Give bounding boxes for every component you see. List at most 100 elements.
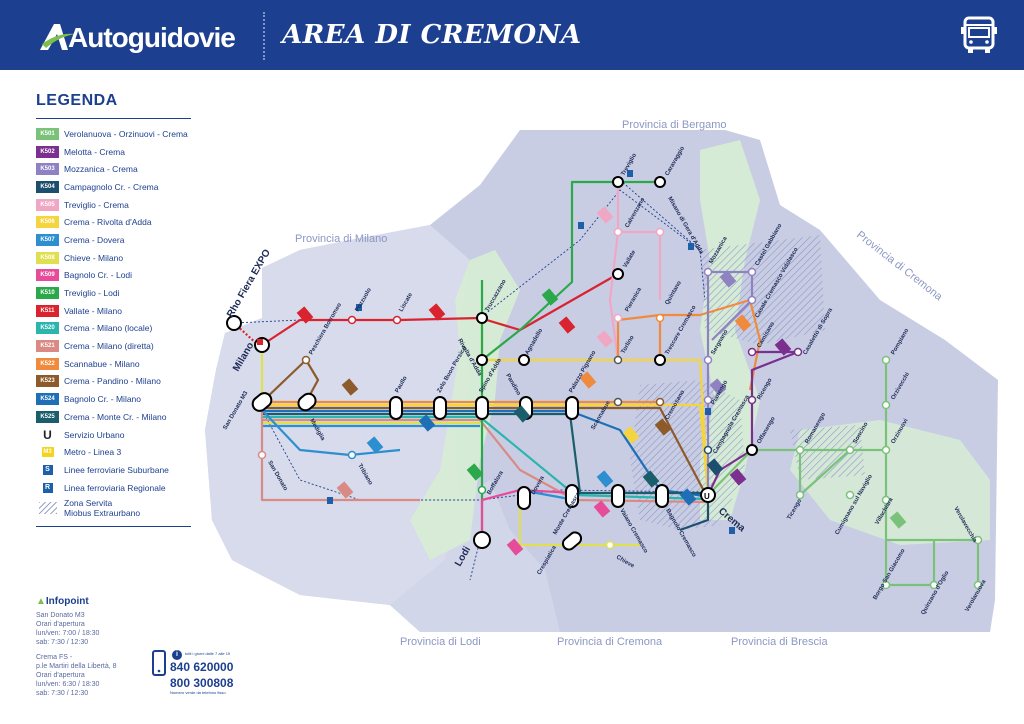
route-name: Crema - Rivolta d'Adda (64, 217, 152, 228)
symbol-name: Zona Servita Miobus Extraurbano (64, 498, 141, 519)
legend-symbol-suburban: S Linee ferroviarie Suburbane (36, 461, 196, 479)
symbol-name: Linee ferroviarie Suburbane (64, 464, 169, 475)
route-name: Treviglio - Crema (64, 199, 129, 210)
metro-glyph: M3 (41, 447, 54, 458)
route-name: Crema - Milano (diretta) (64, 341, 154, 352)
urban-service-icon: U (704, 492, 710, 501)
small-stops (257, 227, 983, 590)
route-name: Mozzanica - Crema (64, 164, 138, 175)
symbol-name: Servizio Urbano (64, 429, 125, 440)
phone-number-1[interactable]: 840 620000 (170, 660, 234, 674)
route-name: Melotta - Crema (64, 146, 125, 157)
stop-vailate (612, 268, 624, 280)
route-badge: K508 (36, 251, 59, 264)
urban-icon: U (36, 427, 59, 442)
stop-agnadello (518, 354, 530, 366)
brand-name: Autoguidovie (68, 22, 236, 53)
rail-station-markers (257, 170, 735, 534)
province-lodi-area (390, 480, 560, 632)
infopoint-crema: Crema FS - p.le Martiri della Libertà, 8… (36, 654, 117, 697)
stop-rivolta (476, 354, 488, 366)
railway-lines (233, 179, 706, 581)
legend-divider-bottom (36, 526, 191, 528)
route-name: Treviglio - Lodi (64, 288, 120, 299)
route-name: Chieve - Milano (64, 252, 124, 263)
route-badge: K521 (36, 340, 59, 353)
route-k509 (480, 488, 576, 545)
route-k510 (480, 180, 618, 545)
header-divider (263, 12, 265, 60)
phone-number-2[interactable]: 800 300808 (170, 676, 234, 690)
route-k501 (707, 360, 888, 496)
stop-markers (226, 176, 758, 549)
bus-icon (961, 16, 997, 53)
route-k506 (480, 318, 710, 496)
stop-truccazzano (476, 312, 488, 324)
legend-item-k511: K511 Vallate - Milano (36, 302, 196, 320)
brand-logo: Autoguidovie (38, 20, 248, 54)
infopoint-logo-text: Infopoint (45, 596, 89, 607)
route-name: Crema - Pandino - Milano (64, 376, 161, 387)
miobus-zone-east (790, 425, 865, 480)
regional-glyph: R (42, 482, 53, 493)
legend-symbol-regional: R Linea ferroviaria Regionale (36, 479, 196, 497)
stop-lodi (473, 531, 491, 549)
route-name: Bagnolo Cr. - Milano (64, 394, 142, 405)
symbol-name: Linea ferroviaria Regionale (64, 482, 166, 493)
legend-item-k521: K521 Crema - Milano (diretta) (36, 337, 196, 355)
route-badge: K511 (36, 304, 59, 317)
route-k508 (518, 490, 640, 547)
route-badge: K503 (36, 163, 59, 176)
route-name: Scannabue - Milano (64, 358, 140, 369)
stop-rho (226, 315, 242, 331)
route-name: Bagnolo Cr. - Lodi (64, 270, 133, 281)
province-label-milano: Provincia di Milano (295, 233, 387, 245)
stop-offanengo (746, 444, 758, 456)
metro-icon: M3 (36, 446, 59, 458)
capsule-stops (251, 392, 669, 551)
stop-crema (700, 487, 716, 503)
zone-glyph (38, 502, 57, 515)
route-badges (296, 206, 907, 556)
legend-item-k508: K508 Chieve - Milano (36, 249, 196, 267)
route-name: Verolanuova - Orzinuovi - Crema (64, 128, 188, 139)
stop-treviglio (612, 176, 624, 188)
symbol-name: Metro - Linea 3 (64, 447, 122, 458)
route-name: Crema - Milano (locale) (64, 323, 153, 334)
province-label-bergamo: Provincia di Bergamo (622, 119, 727, 131)
infopoint-logo: ▲Infopoint (36, 596, 89, 607)
urban-glyph: U (43, 427, 52, 442)
legend-item-k502: K502 Melotta - Crema (36, 143, 196, 161)
legend-divider (36, 118, 191, 119)
phone-number-2-note: Numero verde da telefono fisso (170, 690, 226, 695)
route-name: Vallate - Milano (64, 305, 122, 316)
legend-item-k523: K523 Crema - Pandino - Milano (36, 373, 196, 391)
info-icon: i (172, 650, 182, 660)
route-badge: K523 (36, 375, 59, 388)
province-label-cremona-s: Provincia di Cremona (557, 636, 663, 648)
header-bar: Autoguidovie AREA DI CREMONA (0, 0, 1024, 70)
route-badge: K502 (36, 145, 59, 158)
regional-icon: R (36, 482, 59, 494)
legend-title: LEGENDA (36, 92, 118, 109)
legend-item-k505: K505 Treviglio - Crema (36, 196, 196, 214)
province-label-brescia: Provincia di Brescia (731, 636, 828, 648)
route-name: Crema - Monte Cr. - Milano (64, 411, 167, 422)
route-badge: K505 (36, 198, 59, 211)
infopoint-panel: ▲Infopoint San Donato M3 Orari d'apertur… (36, 596, 146, 704)
route-badge: K510 (36, 287, 59, 300)
stop-caravaggio (654, 176, 666, 188)
miobus-zone-north (700, 235, 825, 345)
suburban-icon: S (36, 464, 59, 476)
route-badge: K522 (36, 357, 59, 370)
